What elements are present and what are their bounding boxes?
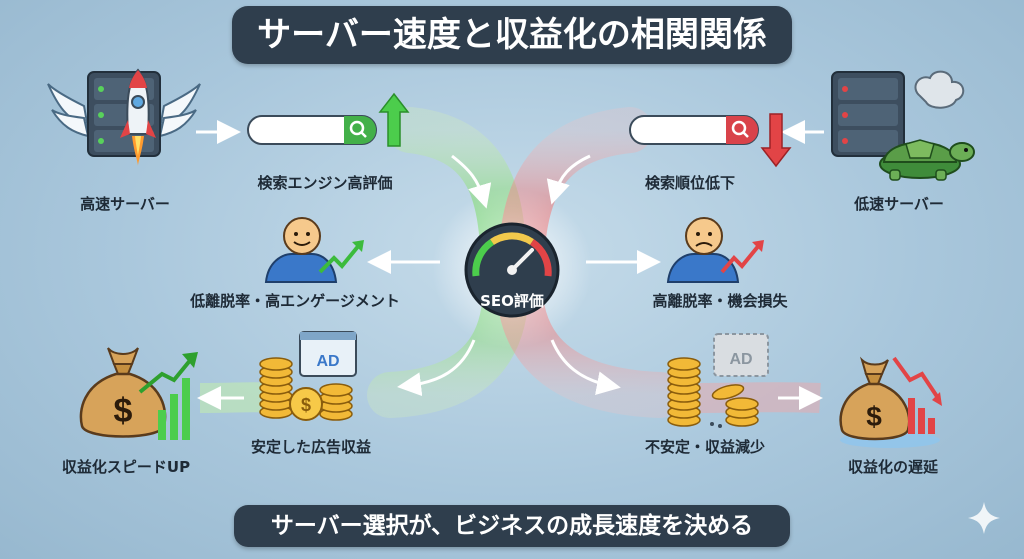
- monetization-speedup-label: 収益化スピードUP: [61, 458, 191, 476]
- slow-server-label: 低速サーバー: [854, 195, 944, 213]
- sparkle-icon: [968, 502, 1000, 534]
- ad-text-positive: AD: [316, 353, 339, 370]
- search-bar-positive-icon: [247, 92, 410, 147]
- arrow-up-icon: [378, 92, 410, 147]
- ad-coins-positive-icon: AD $: [259, 331, 357, 421]
- fast-server-label: 高速サーバー: [80, 195, 170, 213]
- monetization-delay-label: 収益化の遅延: [847, 458, 938, 476]
- search-high-rating-label: 検索エンジン高評価: [257, 174, 393, 192]
- ad-text-negative: AD: [729, 351, 752, 368]
- seo-rating-label: SEO評価: [480, 292, 544, 310]
- speedometer-icon: [464, 222, 560, 318]
- happy-person-icon: [264, 217, 364, 283]
- money-bag-growth-icon: $: [79, 347, 198, 440]
- winged-rocket-server-icon: [47, 68, 201, 166]
- svg-text:$: $: [866, 401, 882, 432]
- search-bar-negative-icon: [629, 113, 792, 168]
- footer-message: サーバー選択が、ビジネスの成長速度を決める: [234, 505, 790, 547]
- arrow-seo-to-revenue-right: [550, 339, 621, 396]
- svg-text:$: $: [114, 392, 133, 430]
- low-bounce-label: 低離脱率・高エンゲージメント: [190, 292, 400, 310]
- stable-ad-revenue-label: 安定した広告収益: [250, 438, 371, 456]
- money-bag-decline-icon: $: [839, 356, 942, 448]
- svg-text:$: $: [301, 395, 311, 415]
- unstable-revenue-label: 不安定・収益減少: [644, 438, 765, 456]
- sad-person-icon: [666, 217, 764, 283]
- arrow-search-to-seo-right: [546, 154, 591, 205]
- arrow-search-to-seo-left: [451, 154, 492, 209]
- ad-coins-negative-icon: AD: [667, 333, 769, 428]
- high-bounce-label: 高離脱率・機会損失: [652, 292, 788, 310]
- search-rank-drop-label: 検索順位低下: [644, 174, 735, 192]
- arrow-down-icon: [760, 113, 792, 168]
- arrow-seo-to-revenue-left: [397, 339, 476, 397]
- turtle-server-icon: [831, 70, 975, 181]
- page-title: サーバー速度と収益化の相関関係: [232, 6, 792, 64]
